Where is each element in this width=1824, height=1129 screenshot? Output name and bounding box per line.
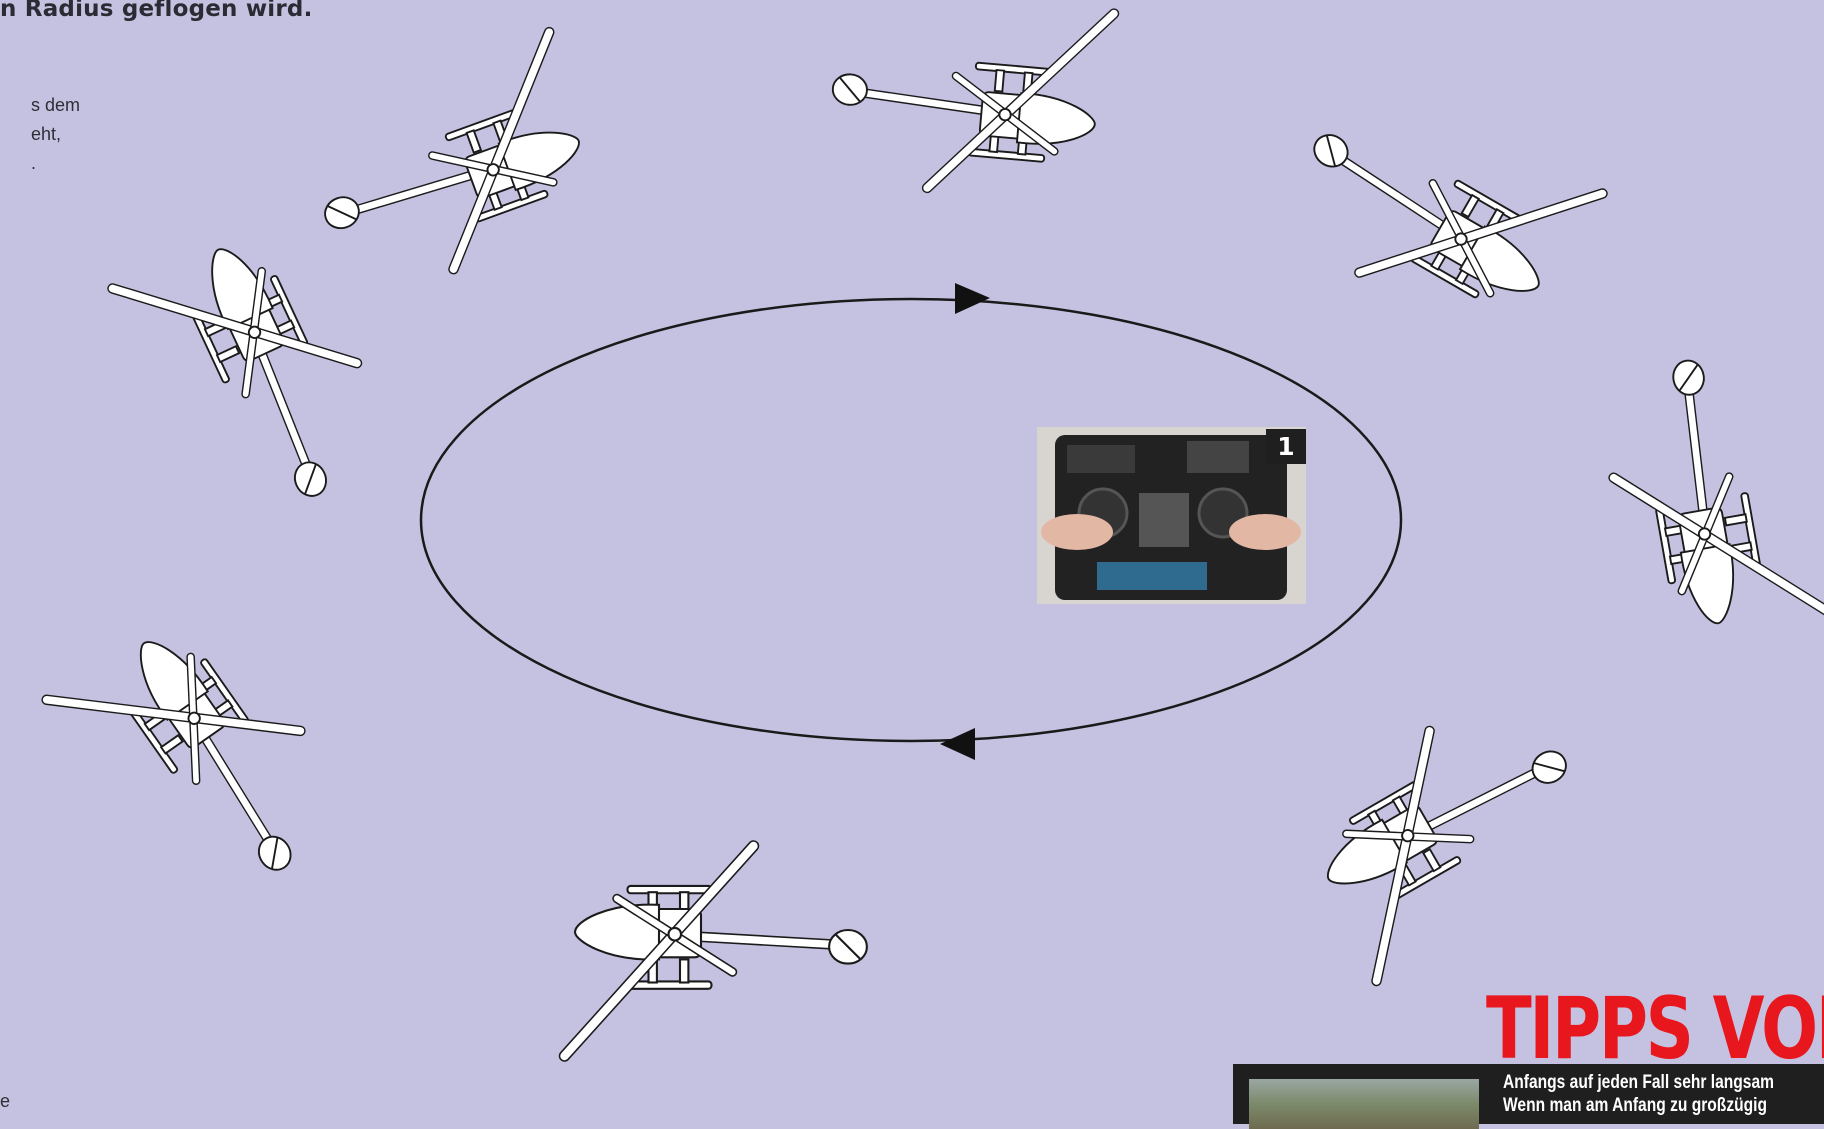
helicopter-8 bbox=[47, 591, 360, 924]
helicopter-5 bbox=[1596, 344, 1824, 646]
direction-arrow-bottom bbox=[940, 728, 975, 760]
body-text-line-2: eht, bbox=[31, 124, 61, 145]
tips-title: TIPPS VOI bbox=[1486, 986, 1824, 1072]
helicopter-3 bbox=[825, 0, 1114, 203]
tips-photo bbox=[1249, 1079, 1479, 1129]
body-text-line-4: e bbox=[0, 1091, 10, 1112]
body-text-line-3: . bbox=[31, 153, 36, 174]
tips-line-2: Wenn man am Anfang zu großzügig bbox=[1503, 1094, 1774, 1117]
helicopter-7 bbox=[565, 846, 867, 1056]
body-text-line-1: s dem bbox=[31, 95, 80, 116]
helicopter-6 bbox=[1282, 680, 1614, 981]
tips-text: Anfangs auf jeden Fall sehr langsam Wenn… bbox=[1503, 1071, 1774, 1117]
helicopter-1 bbox=[113, 208, 401, 536]
helicopter-2 bbox=[292, 32, 614, 304]
direction-arrow-top bbox=[955, 283, 990, 314]
article-heading: n Radius geflogen wird. bbox=[0, 0, 313, 22]
tips-line-1: Anfangs auf jeden Fall sehr langsam bbox=[1503, 1071, 1774, 1094]
figure-badge: 1 bbox=[1266, 429, 1306, 464]
helicopter-4 bbox=[1271, 57, 1603, 358]
